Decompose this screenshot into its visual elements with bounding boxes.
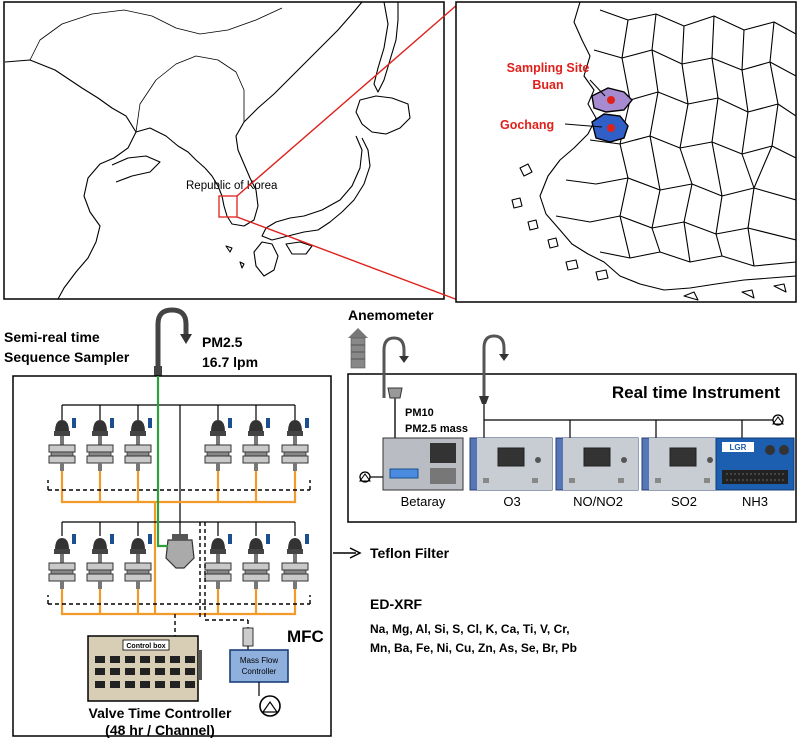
pm25-inlet-head (180, 334, 192, 344)
nh3-analyzer: LGR (715, 437, 795, 491)
realtime-title: Real time Instrument (612, 383, 780, 402)
green-sample-line (156, 376, 168, 548)
instrument-label-o3: O3 (503, 494, 520, 509)
sampler-title-line1: Semi-real time (4, 329, 100, 345)
teflon-filter-label: Teflon Filter (370, 545, 450, 561)
mass-flow-controller: Mass Flow Controller (229, 627, 289, 717)
valve-controller-line1: Valve Time Controller (89, 705, 232, 721)
anemometer-label: Anemometer (348, 307, 434, 323)
country-label: Republic of Korea (186, 180, 278, 192)
mass-flow-label-line1: Mass Flow (240, 656, 278, 665)
mfc-label: MFC (287, 627, 324, 646)
instrument-label-so2: SO2 (671, 494, 697, 509)
study-area-box (218, 195, 238, 218)
no-no2-analyzer (555, 437, 639, 491)
sampler-title-line2: Sequence Sampler (4, 349, 130, 365)
instrument-label-no-no2: NO/NO2 (573, 494, 623, 509)
central-cyclone (165, 539, 195, 569)
buan-site-marker (607, 96, 615, 104)
so2-analyzer (641, 437, 725, 491)
flow-rate-label: 16.7 lpm (202, 354, 258, 370)
zoom-callout (236, 3, 459, 301)
sequence-sampler: Semi-real time Sequence Sampler PM2.5 16… (4, 307, 332, 738)
control-box-label: Control box (126, 643, 165, 650)
pump-icon (259, 695, 281, 717)
ed-xrf-label: ED-XRF (370, 596, 423, 612)
map-east-asia: Republic of Korea (3, 1, 445, 300)
mass-flow-label-line2: Controller (242, 667, 277, 676)
map-region-zoom: Sampling Site Buan Gochang (455, 1, 797, 303)
betaray-instrument (382, 437, 464, 491)
pm10-label: PM10 (405, 407, 434, 419)
sampling-site-label: Sampling Site (507, 61, 590, 75)
realtime-instruments: Anemometer Real time Instrument PM10 PM2… (347, 307, 797, 523)
lgr-label: LGR (730, 443, 747, 452)
valve-controller-line2: (48 hr / Channel) (105, 722, 215, 738)
pm25-mass-label: PM2.5 mass (405, 423, 468, 435)
anemometer-icon (348, 328, 368, 369)
elements-line2: Mn, Ba, Fe, Ni, Cu, Zn, As, Se, Br, Pb (370, 641, 577, 655)
buan-label: Buan (532, 78, 563, 92)
pm25-inlet-label: PM2.5 (202, 334, 243, 350)
o3-analyzer (469, 437, 553, 491)
instrument-label-betaray: Betaray (401, 494, 446, 509)
elements-line1: Na, Mg, Al, Si, S, Cl, K, Ca, Ti, V, Cr, (370, 622, 570, 636)
gochang-site-marker (607, 124, 615, 132)
gochang-label: Gochang (500, 118, 554, 132)
control-box: Control box (87, 635, 202, 702)
filter-arrow (333, 547, 362, 559)
instrument-label-nh3: NH3 (742, 494, 768, 509)
